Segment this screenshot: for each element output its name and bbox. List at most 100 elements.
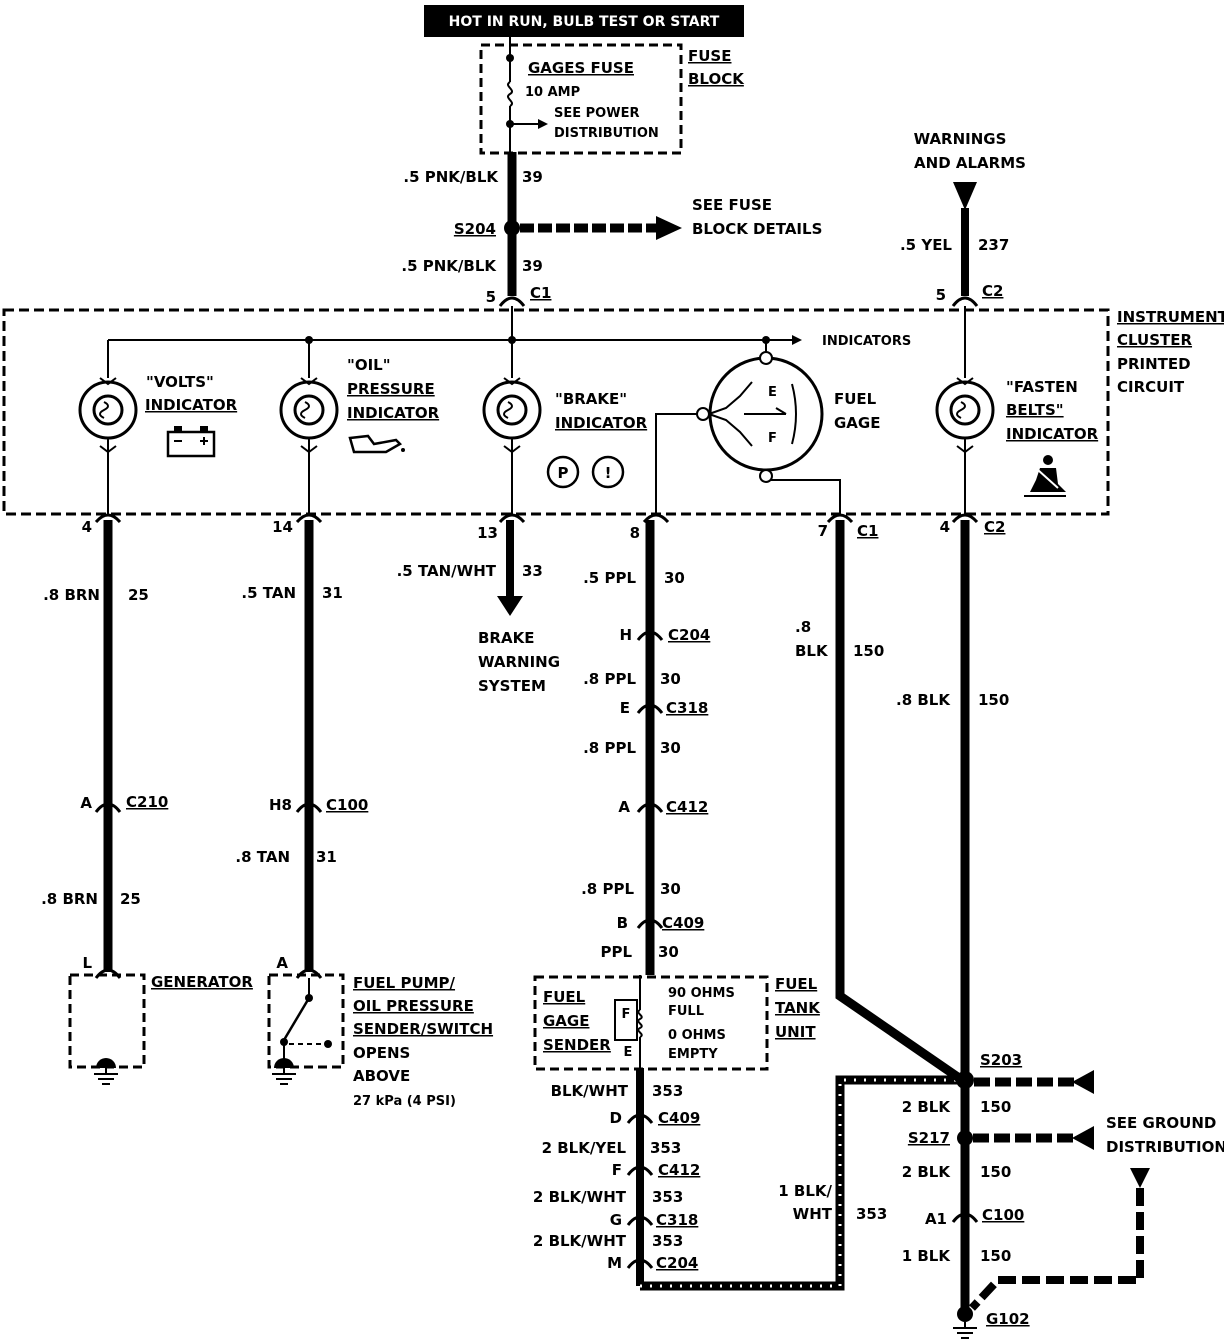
wire-30-label-2: .8 PPL xyxy=(583,670,636,688)
c412b-label: C412 xyxy=(658,1161,700,1179)
ground-g102 xyxy=(953,1306,977,1339)
oil-label-1: "OIL" xyxy=(347,356,391,374)
fasten-belts-indicator: "FASTEN BELTS" INDICATOR xyxy=(935,377,1099,514)
ref-brake-system-2: WARNING xyxy=(478,653,560,671)
c100a-label: C100 xyxy=(326,796,368,814)
wire-353-num-4: 353 xyxy=(652,1232,683,1250)
wire-150-gnd3-num: 150 xyxy=(980,1247,1011,1265)
wire-39-lower-label: .5 PNK/BLK xyxy=(401,257,497,275)
fuse-name: GAGES FUSE xyxy=(528,59,634,77)
wire-30-label-4: .8 PPL xyxy=(581,880,634,898)
fuel-gage-label-2: GAGE xyxy=(834,414,880,432)
c1-bottom-label: C1 xyxy=(857,522,878,540)
wire-353-label-3: 2 BLK/WHT xyxy=(533,1188,627,1206)
parking-brake-icon: P xyxy=(546,455,580,489)
fuse-icon xyxy=(507,81,513,107)
wire-31-num-2: 31 xyxy=(316,848,337,866)
splice-s204 xyxy=(504,220,520,236)
ref-fuse-details-2: BLOCK DETAILS xyxy=(692,220,822,238)
c412b-pin: F xyxy=(612,1161,622,1179)
ref-ground-dist-2: DISTRIBUTION xyxy=(1106,1138,1224,1156)
oil-can-icon xyxy=(348,434,405,454)
sender-empty-mark: E xyxy=(624,1045,633,1060)
splice-s203 xyxy=(956,1071,974,1089)
pin-14: 14 xyxy=(272,518,293,536)
wire-150-gnd2-label: 2 BLK xyxy=(902,1163,952,1181)
wire-39-feed: .5 PNK/BLK 39 S204 SEE FUSE BLOCK DETAIL… xyxy=(401,152,822,307)
wire-30-label-5: PPL xyxy=(600,943,632,961)
wire-237: WARNINGS AND ALARMS .5 YEL 237 5 C2 xyxy=(900,130,1026,307)
cluster-label-1: INSTRUMENT xyxy=(1117,308,1224,326)
fuse-block-label-2: BLOCK xyxy=(688,70,745,88)
c318a-label: C318 xyxy=(666,699,708,717)
generator-label: GENERATOR xyxy=(151,973,253,991)
ground-g102-label: G102 xyxy=(986,1310,1030,1328)
sender-full-mark: F xyxy=(622,1007,631,1022)
fuse-block-label-1: FUSE xyxy=(688,47,731,65)
fuel-gage-label-1: FUEL xyxy=(834,390,877,408)
c409a-label: C409 xyxy=(662,914,704,932)
c210-label: C210 xyxy=(126,793,168,811)
oil-pressure-indicator: "OIL" PRESSURE INDICATOR xyxy=(279,356,440,514)
fuse-rating: 10 AMP xyxy=(525,85,580,100)
tank-label-1: FUEL xyxy=(775,975,818,993)
cluster-label-2: CLUSTER xyxy=(1117,331,1192,349)
splice-s203-label: S203 xyxy=(980,1051,1022,1069)
oil-switch-label-6: 27 kPa (4 PSI) xyxy=(353,1094,456,1109)
oil-pressure-switch: FUEL PUMP/ OIL PRESSURE SENDER/SWITCH OP… xyxy=(267,973,493,1109)
generator-pin: L xyxy=(82,954,92,972)
wire-353-return-num: 353 xyxy=(856,1205,887,1223)
power-label: HOT IN RUN, BULB TEST OR START xyxy=(449,14,720,30)
wire-39-upper-num: 39 xyxy=(522,168,543,186)
ref-indicators: INDICATORS xyxy=(822,334,911,349)
brake-indicator: "BRAKE" INDICATOR P ! xyxy=(482,377,648,514)
oil-switch-label-3: SENDER/SWITCH xyxy=(353,1020,493,1038)
ref-brake-system-3: SYSTEM xyxy=(478,677,546,695)
ref-fuse-details-1: SEE FUSE xyxy=(692,196,772,214)
gauge-empty-mark: E xyxy=(768,385,777,400)
brake-label-2: INDICATOR xyxy=(555,414,648,432)
fuse-note-2: DISTRIBUTION xyxy=(554,126,659,141)
belts-label-2: BELTS" xyxy=(1006,401,1064,419)
wire-237-label: .5 YEL xyxy=(900,236,952,254)
wire-150-gnd1-label: 2 BLK xyxy=(902,1098,952,1116)
splice-s217 xyxy=(957,1130,973,1146)
wire-150-gnd1-num: 150 xyxy=(980,1098,1011,1116)
wire-39-lower-num: 39 xyxy=(522,257,543,275)
wire-353-label-2: 2 BLK/YEL xyxy=(542,1139,627,1157)
pin-8: 8 xyxy=(630,524,640,542)
c2-bottom-label: C2 xyxy=(984,518,1005,536)
oil-switch-label-2: OIL PRESSURE xyxy=(353,997,474,1015)
wire-150b-label: .8 BLK xyxy=(896,691,951,709)
cluster-label-3: PRINTED xyxy=(1117,355,1191,373)
fuse-note-1: SEE POWER xyxy=(554,106,639,121)
wire-30: .5 PPL 30 H C204 .8 PPL 30 E C318 .8 PPL… xyxy=(581,520,710,975)
wire-25-num-2: 25 xyxy=(120,890,141,908)
wire-33-num: 33 xyxy=(522,562,543,580)
c1-top-pin: 5 xyxy=(486,288,496,306)
c318a-pin: E xyxy=(620,699,630,717)
volts-label-1: "VOLTS" xyxy=(146,373,214,391)
pin-7: 7 xyxy=(818,522,828,540)
c2-top-pin: 5 xyxy=(936,286,946,304)
wire-25: .8 BRN 25 A C210 .8 BRN 25 L xyxy=(41,520,168,979)
sender-label-3: SENDER xyxy=(543,1036,611,1054)
pin-4b: 4 xyxy=(940,518,950,536)
ref-warnings-1: WARNINGS xyxy=(914,130,1007,148)
oil-switch-label-1: FUEL PUMP/ xyxy=(353,974,456,992)
oil-switch-pin: A xyxy=(276,954,288,972)
ground-icon xyxy=(272,1058,296,1085)
wire-150-gage: .8 BLK 150 xyxy=(795,520,965,1084)
wire-30-num-2: 30 xyxy=(660,670,681,688)
cluster-label-4: CIRCUIT xyxy=(1117,378,1185,396)
tank-label-3: UNIT xyxy=(775,1023,816,1041)
ref-warnings-2: AND ALARMS xyxy=(914,154,1026,172)
wire-353-label-4: 2 BLK/WHT xyxy=(533,1232,627,1250)
sender-label-2: GAGE xyxy=(543,1012,589,1030)
c412a-pin: A xyxy=(618,798,630,816)
wire-353-num-1: 353 xyxy=(652,1082,683,1100)
wire-150-ground: .8 BLK 150 S203 2 BLK 150 S217 SEE GROUN… xyxy=(896,520,1224,1339)
wire-33-label: .5 TAN/WHT xyxy=(397,562,497,580)
c409b-pin: D xyxy=(610,1109,622,1127)
